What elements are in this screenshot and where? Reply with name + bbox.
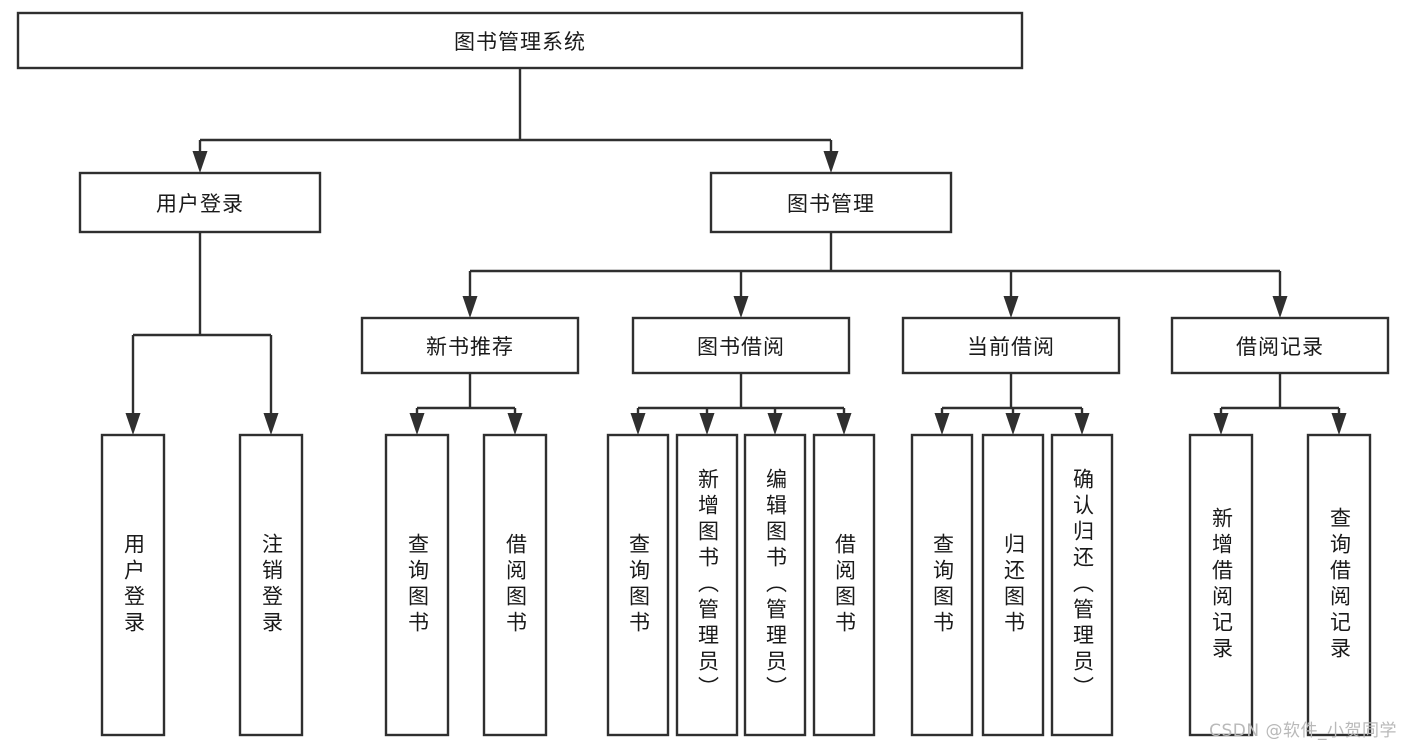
node-box-leaf-query-record[interactable] bbox=[1306, 433, 1372, 737]
connector-group-user-login bbox=[125, 232, 279, 435]
node-box-root[interactable] bbox=[16, 11, 1024, 70]
node-box-book-borrow[interactable] bbox=[631, 316, 851, 375]
node-box-borrow-record[interactable] bbox=[1170, 316, 1390, 375]
node-box-leaf-confirm-return[interactable] bbox=[1050, 433, 1114, 737]
node-box-leaf-user-login[interactable] bbox=[100, 433, 166, 737]
node-box-leaf-add-record[interactable] bbox=[1188, 433, 1254, 737]
node-box-leaf-user-logout[interactable] bbox=[238, 433, 304, 737]
connector-group-current-borrow bbox=[934, 373, 1090, 435]
node-box-leaf-borrow-book-2[interactable] bbox=[812, 433, 876, 737]
node-box-leaf-borrow-book-1[interactable] bbox=[482, 433, 548, 737]
connector-group-borrow-record bbox=[1213, 373, 1347, 435]
connectors-layer bbox=[125, 68, 1347, 435]
node-box-leaf-return-book[interactable] bbox=[981, 433, 1045, 737]
connector-group-new-book-rec bbox=[409, 373, 523, 435]
node-box-leaf-edit-book[interactable] bbox=[743, 433, 807, 737]
connector-group-root bbox=[192, 68, 839, 173]
node-box-user-login[interactable] bbox=[78, 171, 322, 234]
connector-group-book-borrow bbox=[630, 373, 852, 435]
node-box-book-manage[interactable] bbox=[709, 171, 953, 234]
connector-group-book-manage bbox=[462, 232, 1288, 318]
node-boxes-layer bbox=[16, 11, 1390, 737]
node-box-leaf-query-book-3[interactable] bbox=[910, 433, 974, 737]
node-box-current-borrow[interactable] bbox=[901, 316, 1121, 375]
node-box-leaf-query-book-1[interactable] bbox=[384, 433, 450, 737]
node-box-new-book-rec[interactable] bbox=[360, 316, 580, 375]
node-box-leaf-query-book-2[interactable] bbox=[606, 433, 670, 737]
node-box-leaf-add-book[interactable] bbox=[675, 433, 739, 737]
